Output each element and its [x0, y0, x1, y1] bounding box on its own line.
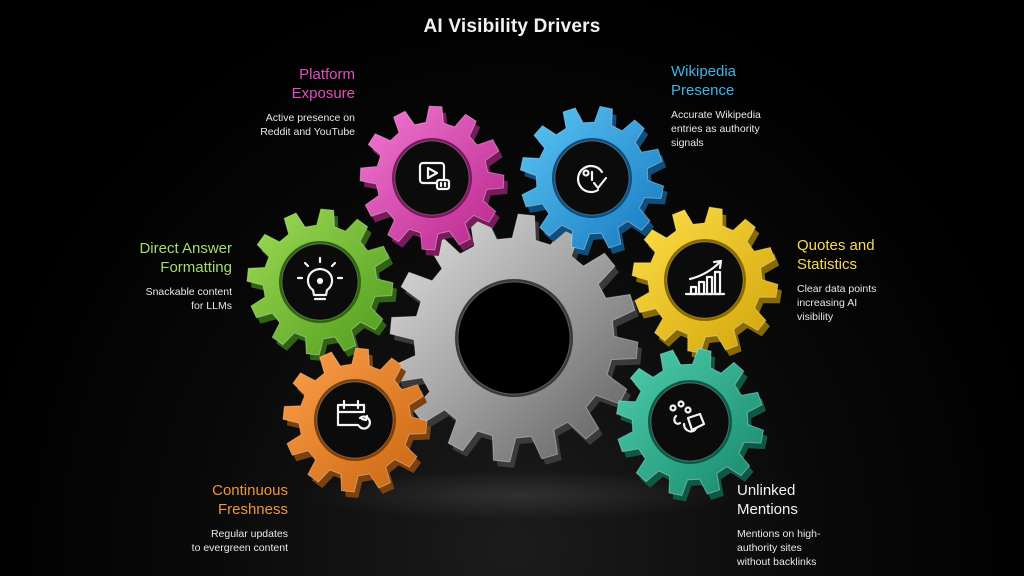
driver-platform-exposure: Platform Exposure Active presence on Red…: [230, 65, 355, 139]
gear-direct-answer-formatting: [246, 208, 397, 361]
driver-direct-answer-formatting: Direct Answer Formatting Snackable conte…: [110, 239, 232, 313]
gear-unlinked-mentions: [615, 347, 768, 502]
driver-description: Mentions on high- authority sites withou…: [737, 528, 821, 568]
driver-heading: Wikipedia Presence: [671, 63, 737, 99]
driver-heading: Continuous Freshness: [212, 482, 288, 518]
driver-unlinked-mentions: Unlinked Mentions Mentions on high- auth…: [737, 481, 867, 569]
driver-description: Clear data points increasing AI visibili…: [797, 283, 877, 323]
driver-heading: Platform Exposure: [291, 66, 355, 102]
driver-continuous-freshness: Continuous Freshness Regular updates to …: [160, 481, 288, 555]
video-play-icon: [418, 161, 451, 191]
verified-face-icon: [577, 164, 608, 194]
driver-description: Regular updates to evergreen content: [191, 528, 288, 554]
driver-description: Accurate Wikipedia entries as authority …: [671, 109, 761, 149]
driver-quotes-and-statistics: Quotes and Statistics Clear data points …: [797, 236, 927, 324]
mention-tag-icon: [669, 400, 706, 433]
gear-continuous-freshness: [282, 347, 431, 498]
driver-heading: Quotes and Statistics: [797, 237, 875, 273]
driver-wikipedia-presence: Wikipedia Presence Accurate Wikipedia en…: [671, 62, 811, 150]
driver-description: Active presence on Reddit and YouTube: [260, 112, 355, 138]
diagram-title: AI Visibility Drivers: [423, 16, 601, 37]
central-gear: [389, 213, 642, 468]
bar-chart-growth-icon: [684, 259, 726, 296]
driver-heading: Direct Answer Formatting: [139, 240, 232, 276]
lightbulb-icon: [296, 256, 344, 301]
gear-quotes-and-statistics: [631, 206, 782, 359]
calendar-refresh-icon: [336, 399, 371, 430]
gear-wikipedia-presence: [519, 105, 668, 256]
driver-description: Snackable content for LLMs: [145, 286, 232, 312]
driver-heading: Unlinked Mentions: [737, 482, 798, 518]
